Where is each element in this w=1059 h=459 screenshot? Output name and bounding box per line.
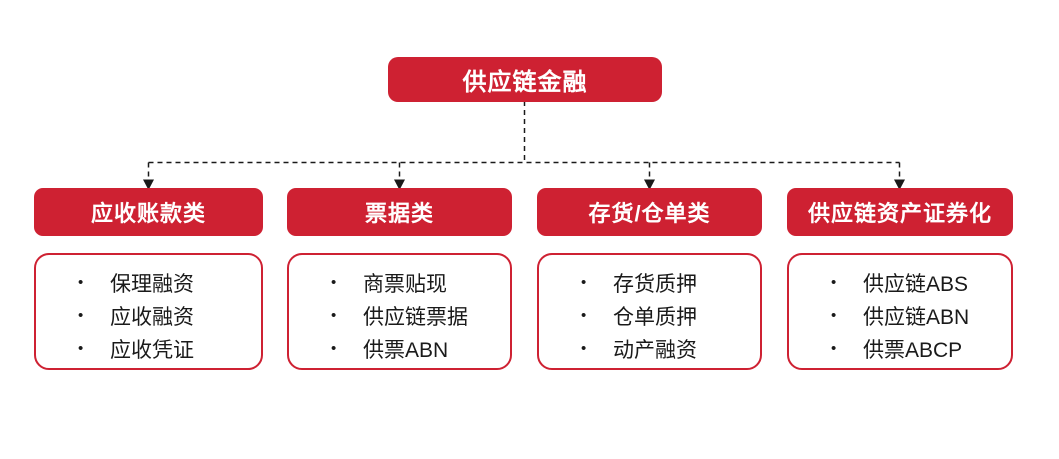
- branch-header: 存货/仓单类: [537, 188, 762, 236]
- list-item: • 仓单质押: [539, 299, 760, 332]
- branch-securitization: 供应链资产证券化 • 供应链ABS • 供应链ABN • 供票ABCP: [787, 188, 1013, 370]
- list-item: • 应收融资: [36, 299, 261, 332]
- root-node: 供应链金融: [388, 57, 662, 102]
- bullet-icon: •: [831, 340, 837, 357]
- bullet-icon: •: [831, 274, 837, 291]
- list-item: • 供应链ABN: [789, 299, 1011, 332]
- branch-item-box: • 供应链ABS • 供应链ABN • 供票ABCP: [787, 253, 1013, 370]
- bullet-icon: •: [581, 307, 587, 324]
- bullet-icon: •: [78, 340, 84, 357]
- branch-bills: 票据类 • 商票贴现 • 供应链票据 • 供票ABN: [287, 188, 512, 370]
- bullet-icon: •: [78, 307, 84, 324]
- branch-inventory: 存货/仓单类 • 存货质押 • 仓单质押 • 动产融资: [537, 188, 762, 370]
- list-item: • 供票ABCP: [789, 332, 1011, 365]
- bullet-icon: •: [331, 274, 337, 291]
- list-item: • 保理融资: [36, 266, 261, 299]
- branch-header-label: 应收账款类: [90, 201, 206, 226]
- list-item: • 商票贴现: [289, 266, 510, 299]
- branch-item-box: • 商票贴现 • 供应链票据 • 供票ABN: [287, 253, 512, 370]
- branch-header-label: 存货/仓单类: [588, 201, 711, 226]
- list-item: • 应收凭证: [36, 332, 261, 365]
- list-item-label: 动产融资: [613, 338, 697, 362]
- list-item: • 供应链票据: [289, 299, 510, 332]
- branch-item-box: • 存货质押 • 仓单质押 • 动产融资: [537, 253, 762, 370]
- branch-receivables: 应收账款类 • 保理融资 • 应收融资 • 应收凭证: [34, 188, 263, 370]
- list-item-label: 供票ABCP: [863, 338, 963, 362]
- branch-header-label: 供应链资产证券化: [807, 201, 992, 226]
- list-item: • 供票ABN: [289, 332, 510, 365]
- branch-header: 应收账款类: [34, 188, 263, 236]
- root-node-label: 供应链金融: [462, 69, 588, 96]
- bullet-icon: •: [581, 340, 587, 357]
- bullet-icon: •: [331, 307, 337, 324]
- branch-header: 供应链资产证券化: [787, 188, 1013, 236]
- list-item-label: 供应链ABS: [863, 272, 969, 296]
- list-item-label: 供票ABN: [363, 338, 449, 362]
- list-item: • 存货质押: [539, 266, 760, 299]
- list-item-label: 供应链ABN: [863, 305, 970, 329]
- bullet-icon: •: [581, 274, 587, 291]
- list-item-label: 仓单质押: [613, 305, 697, 329]
- list-item-label: 商票贴现: [363, 272, 447, 296]
- bullet-icon: •: [831, 307, 837, 324]
- list-item: • 供应链ABS: [789, 266, 1011, 299]
- branch-item-box: • 保理融资 • 应收融资 • 应收凭证: [34, 253, 263, 370]
- list-item-label: 应收融资: [110, 305, 194, 329]
- list-item-label: 供应链票据: [363, 305, 468, 329]
- list-item: • 动产融资: [539, 332, 760, 365]
- branch-header: 票据类: [287, 188, 512, 236]
- list-item-label: 存货质押: [613, 272, 697, 296]
- branch-header-label: 票据类: [364, 201, 434, 226]
- list-item-label: 保理融资: [110, 272, 194, 296]
- bullet-icon: •: [331, 340, 337, 357]
- list-item-label: 应收凭证: [110, 338, 194, 362]
- bullet-icon: •: [78, 274, 84, 291]
